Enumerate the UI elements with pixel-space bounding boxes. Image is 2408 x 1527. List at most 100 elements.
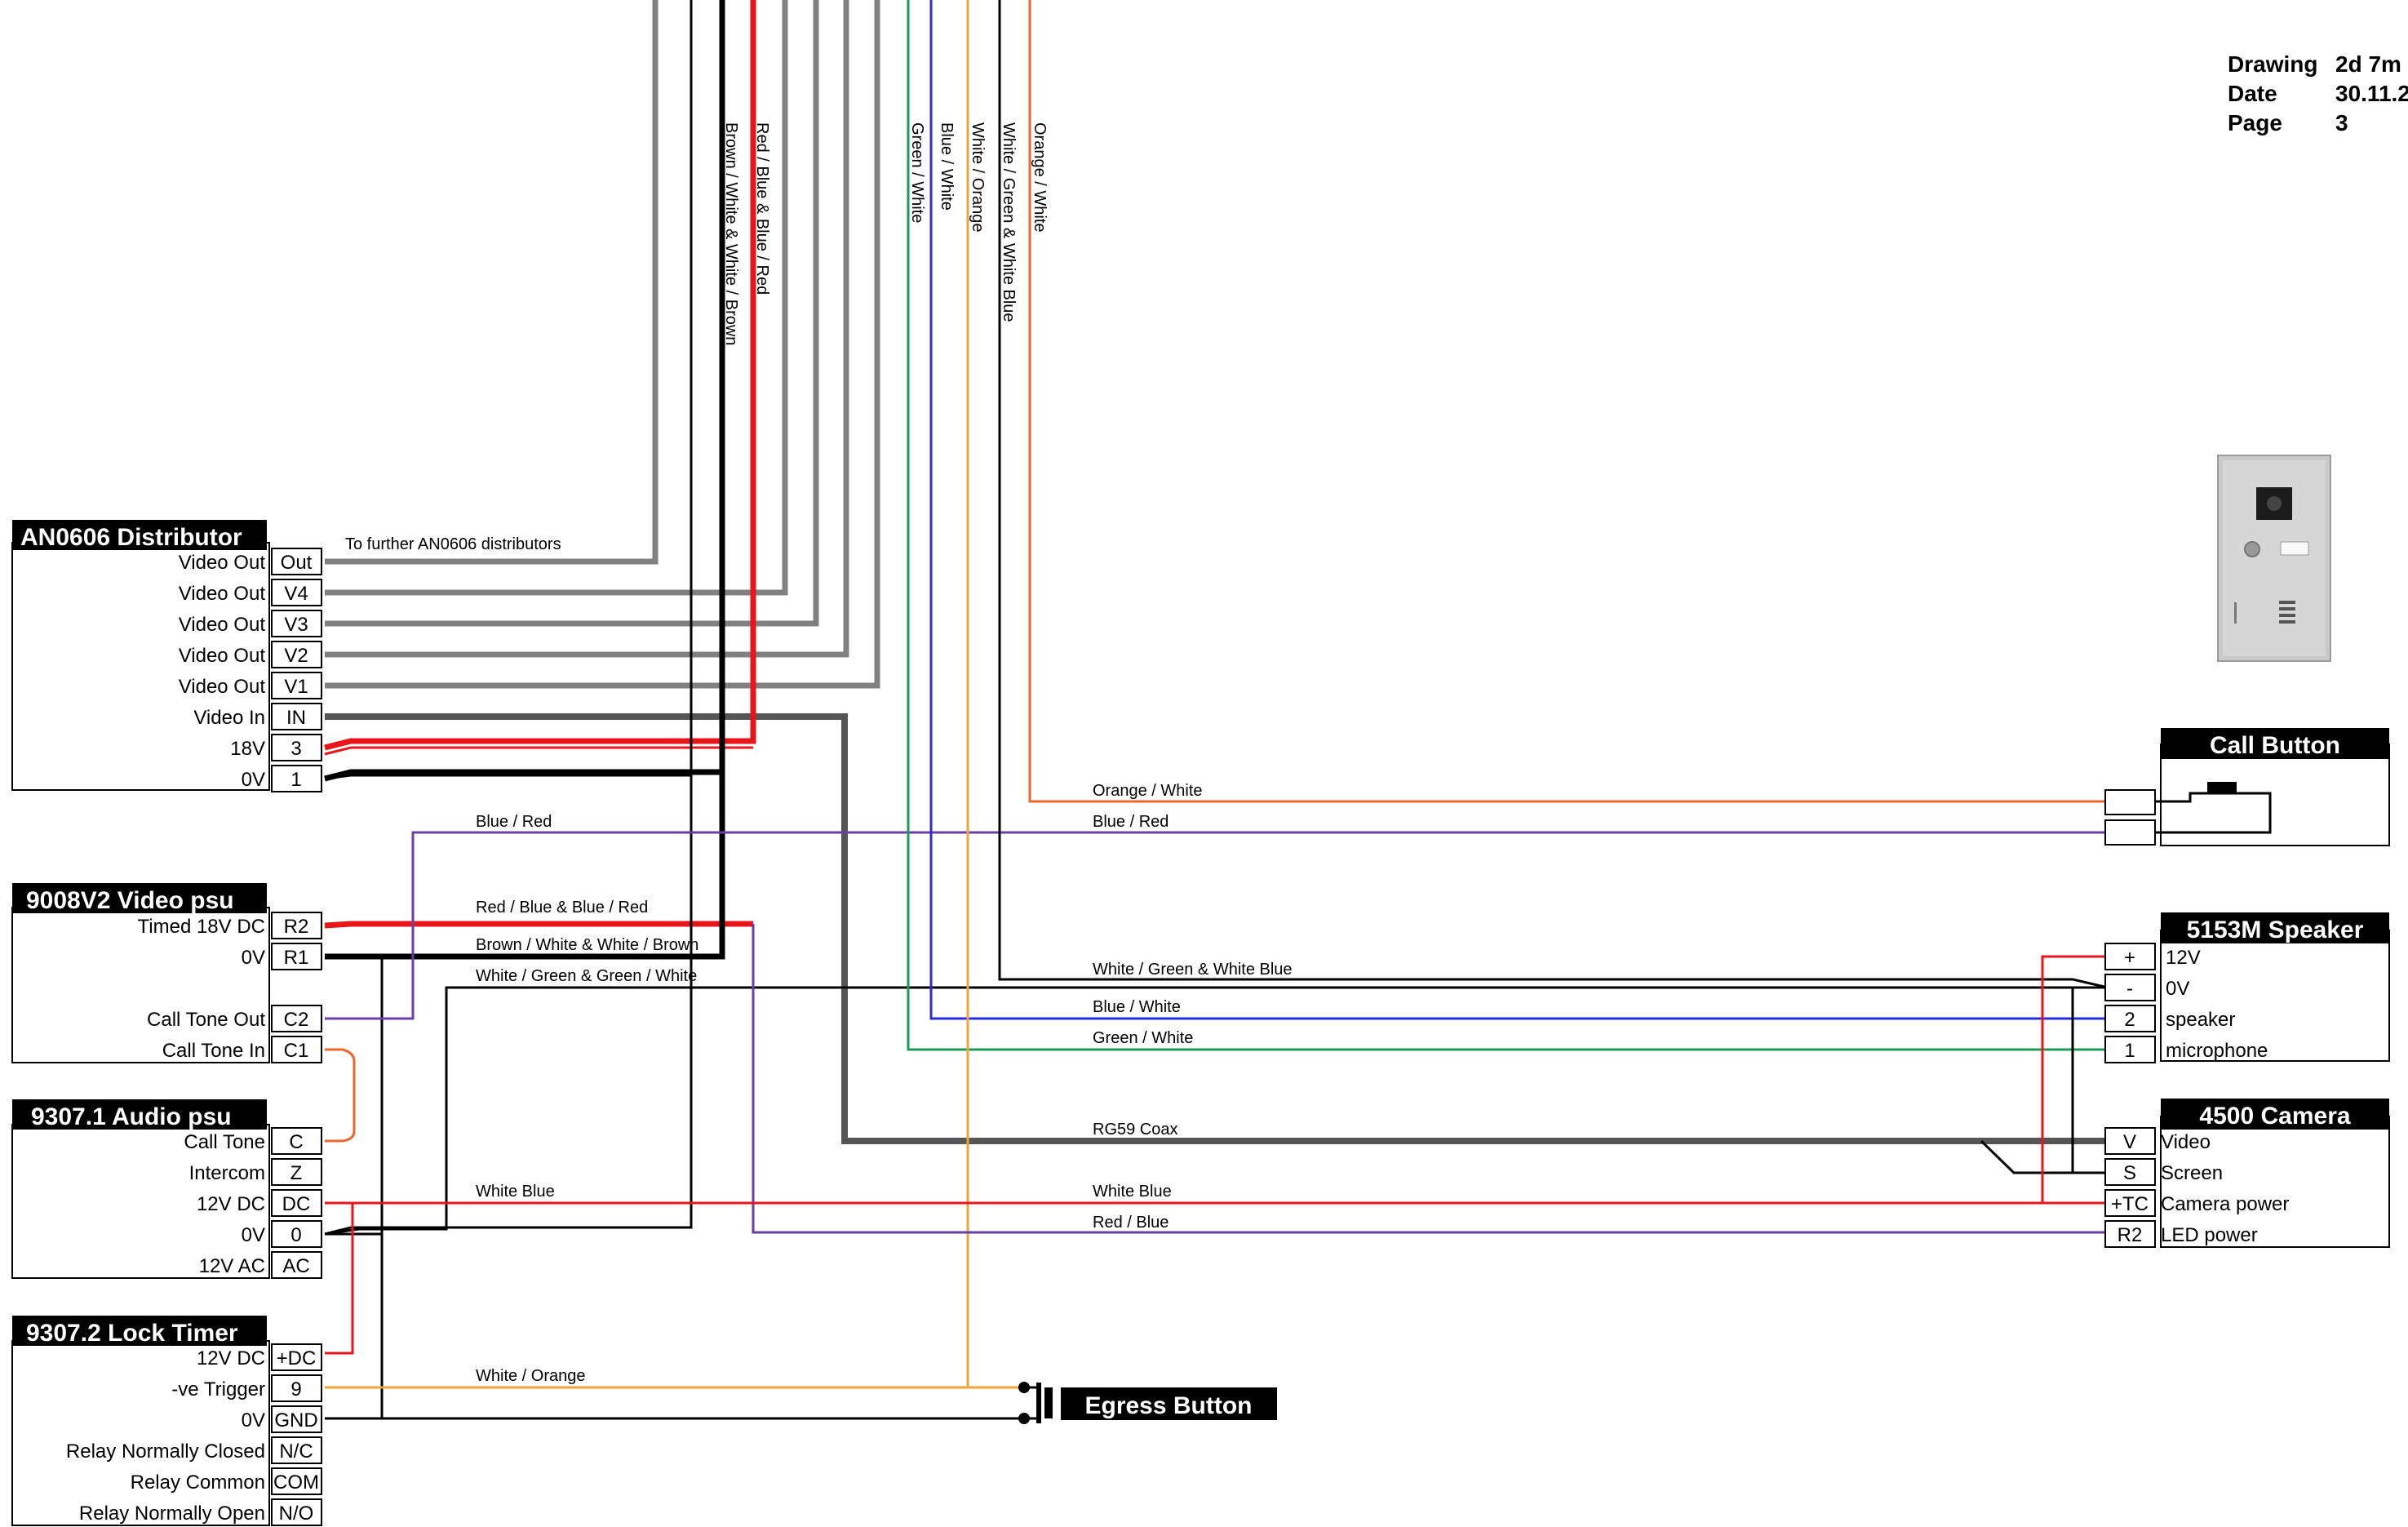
terminal-code[interactable]: COM — [273, 1472, 319, 1494]
terminal-code[interactable]: V3 — [284, 614, 308, 636]
label-v-green: Green / White — [908, 122, 926, 223]
title-drawing-value: 2d 7m 1c — [2335, 51, 2408, 77]
module-call-button: Call Button — [2104, 728, 2390, 846]
terminal-code[interactable]: 2 — [2124, 1009, 2135, 1031]
video-psu-title: 9008V2 Video psu — [26, 887, 234, 914]
terminal-label: Video — [2161, 1131, 2211, 1153]
label-v-whitegreen: White / Green & White Blue — [1000, 122, 1018, 322]
wires — [324, 0, 2272, 1420]
terminal-code[interactable]: V1 — [284, 676, 308, 698]
wire-18v-red-b — [324, 746, 753, 756]
terminal-label: Call Tone In — [162, 1040, 265, 1062]
terminal-code[interactable]: N/C — [279, 1440, 313, 1463]
module-camera: 4500 Camera V Video S Screen +TC Camera … — [2104, 1099, 2390, 1248]
wire-calltone-out — [325, 831, 2108, 1020]
terminal-label: -ve Trigger — [171, 1378, 265, 1400]
title-date-label: Date — [2228, 81, 2277, 106]
label-v-whiteorange: White / Orange — [969, 122, 987, 233]
speaker-title: 5153M Speaker — [2187, 917, 2364, 943]
terminal-code[interactable]: 1 — [2124, 1040, 2135, 1062]
label-v-brown: Brown / White & White / Brown — [722, 122, 740, 345]
terminal-code[interactable]: 1 — [290, 769, 301, 791]
wire-video-v3 — [325, 0, 819, 627]
title-page-label: Page — [2228, 110, 2282, 135]
wire-video-v2 — [325, 0, 849, 658]
wire-0v-bus-b — [324, 986, 2108, 1236]
label-h-redblue2: Red / Blue — [1093, 1214, 1169, 1232]
terminal-code[interactable]: C2 — [284, 1009, 309, 1031]
push-button-icon — [2207, 782, 2237, 793]
terminal-code[interactable]: V4 — [284, 583, 308, 605]
wire-red-blue-led — [752, 924, 2108, 1234]
label-v-red: Red / Blue & Blue / Red — [753, 122, 771, 295]
terminal-code[interactable]: V — [2123, 1131, 2136, 1153]
terminal-code[interactable]: Z — [290, 1162, 303, 1184]
terminal-code[interactable]: AC — [282, 1255, 309, 1277]
terminal-label: speaker — [2166, 1009, 2235, 1031]
terminal-code[interactable]: C1 — [284, 1040, 309, 1062]
terminal-label: Video Out — [179, 583, 266, 605]
camera-title: 4500 Camera — [2199, 1103, 2350, 1130]
wire-video-v4 — [325, 0, 788, 596]
label-v-blue: Blue / White — [938, 122, 956, 211]
title-drawing-label: Drawing — [2228, 51, 2317, 77]
terminal-code[interactable]: S — [2123, 1162, 2136, 1184]
label-h-bluered-left: Blue / Red — [476, 813, 552, 831]
terminal-code[interactable]: 9 — [290, 1378, 301, 1400]
terminal-label: Video Out — [179, 552, 266, 574]
label-h-whiteblue-left: White Blue — [476, 1183, 555, 1201]
terminal-code[interactable]: R2 — [2118, 1224, 2143, 1246]
title-block: Drawing 2d 7m 1c Date 30.11.20 Page 3 — [2228, 51, 2408, 135]
terminal-code[interactable]: R2 — [284, 916, 309, 938]
terminal-code[interactable]: N/O — [279, 1503, 314, 1525]
terminal-label: 0V — [2166, 978, 2189, 1000]
terminal-code[interactable]: +TC — [2111, 1193, 2149, 1215]
terminal-label: 0V — [242, 947, 265, 969]
module-audio-psu: 9307.1 Audio psu Call Tone C Intercom Z … — [11, 1099, 322, 1279]
label-h-coax: RG59 Coax — [1093, 1121, 1178, 1139]
terminal-code[interactable]: Out — [281, 552, 313, 574]
push-button-icon — [1036, 1383, 1053, 1423]
wire-video-in-coax — [325, 713, 2108, 1144]
label-h-bluewhite: Blue / White — [1093, 998, 1181, 1016]
wire-call-btn-2 — [2155, 821, 2272, 834]
terminal-code[interactable]: 3 — [290, 738, 301, 760]
terminal-code[interactable]: + — [2124, 947, 2135, 969]
terminal-label: Video Out — [179, 645, 266, 667]
call-button-terminal-1[interactable] — [2104, 789, 2156, 815]
terminal-label: Timed 18V DC — [138, 916, 266, 938]
terminal-code[interactable]: +DC — [277, 1347, 317, 1369]
wire-orange-white — [1028, 0, 2108, 803]
module-lock-timer: 9307.2 Lock Timer 12V DC +DC -ve Trigger… — [11, 1316, 322, 1526]
terminal-label: Call Tone Out — [147, 1009, 265, 1031]
call-button-terminal-2[interactable] — [2104, 819, 2156, 846]
label-h-bluered-right: Blue / Red — [1093, 813, 1169, 831]
terminal-code[interactable]: GND — [274, 1409, 317, 1432]
terminal-code[interactable]: DC — [282, 1193, 311, 1215]
wire-18v-red — [324, 0, 756, 751]
label-h-whitegreen-right: White / Green & White Blue — [1093, 961, 1293, 979]
distributor-title: AN0606 Distributor — [20, 524, 242, 551]
wire-green-white — [907, 0, 2108, 1051]
terminal-code[interactable]: C — [289, 1131, 303, 1153]
terminal-code[interactable]: V2 — [284, 645, 308, 667]
terminal-label: 12V — [2166, 947, 2201, 969]
terminal-code[interactable]: R1 — [284, 947, 309, 969]
wire-white-green — [998, 0, 2109, 989]
terminal-code[interactable]: IN — [286, 707, 306, 729]
label-further: To further AN0606 distributors — [345, 535, 561, 553]
wire-12v-speaker — [2041, 955, 2108, 1205]
terminal-label: Video In — [193, 707, 265, 729]
label-h-whiteorange: White / Orange — [476, 1367, 586, 1385]
module-egress-button: Egress Button — [1018, 1382, 1277, 1424]
wire-coax-screen — [1980, 1139, 2108, 1174]
wire-12v-dc-lock — [325, 1201, 354, 1355]
terminal-label: 0V — [242, 769, 265, 791]
label-h-orange: Orange / White — [1093, 782, 1203, 800]
wire-0v-psu — [325, 772, 725, 960]
terminal-code[interactable]: - — [2126, 978, 2133, 1000]
terminal-label: Relay Normally Closed — [66, 1440, 265, 1463]
terminal-code[interactable]: 0 — [290, 1224, 301, 1246]
wire-calltone-in — [325, 1048, 356, 1143]
